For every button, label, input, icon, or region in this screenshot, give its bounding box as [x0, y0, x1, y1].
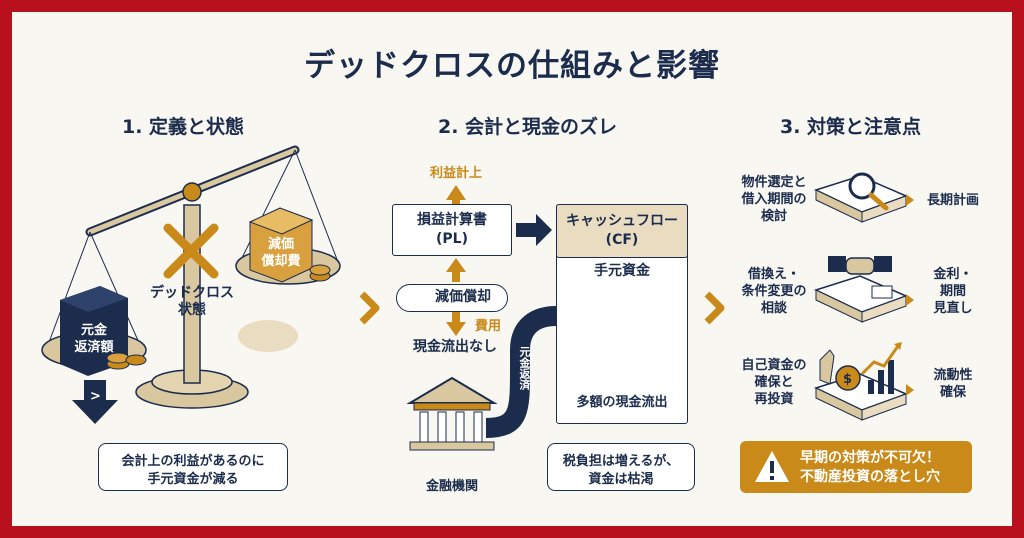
depreciation-pill	[396, 284, 508, 312]
right-arrow-icon	[516, 214, 552, 246]
countermeasure-2-result: 金利・ 期間 見直し	[933, 267, 973, 316]
countermeasure-1-result: 長期計画	[926, 193, 979, 208]
coins-icon-right	[309, 264, 331, 282]
handshake-icon	[813, 256, 909, 323]
section1-bubble: 会計上の利益があるのに 手元資金が減る	[98, 443, 288, 491]
repayment-flow-arrow	[485, 306, 566, 438]
no-cash-outflow-label: 現金流出なし	[413, 339, 497, 355]
arrow-right-icon	[906, 294, 914, 306]
profit-recorded-label: 利益計上	[429, 166, 482, 181]
cashflow-header-label: キャッシュフロー (CF)	[566, 213, 678, 248]
page-title: デッドクロスの仕組みと影響	[304, 48, 720, 84]
warning-text: 早期の対策が不可欠！ 不動産投資の落とし穴	[800, 450, 940, 485]
principal-repayment-label: 元金 返済額	[74, 323, 114, 355]
bank-icon	[406, 376, 498, 451]
down-arrow-icon	[446, 310, 466, 336]
warning-icon	[755, 451, 789, 482]
growth-chart-icon: $	[813, 342, 909, 421]
cross-icon	[163, 223, 219, 279]
pl-box-label: 損益計算書 (PL)	[417, 212, 487, 247]
bank-label: 金融機関	[425, 479, 478, 494]
countermeasure-1-label: 物件選定と 借入期間の 検討	[741, 175, 807, 224]
section-title-3: 3. 対策と注意点	[780, 116, 922, 138]
expense-label: 費用	[474, 319, 501, 334]
chevron-right-icon	[359, 291, 380, 325]
up-arrow-icon	[446, 185, 466, 208]
large-outflow-label: 多額の現金流出	[576, 395, 668, 410]
countermeasure-3-result: 流動性 確保	[933, 368, 973, 400]
up-arrow-icon	[446, 258, 466, 282]
section-title-1: 1. 定義と状態	[122, 116, 245, 138]
countermeasure-2-label: 借換え・ 条件変更の 相談	[741, 267, 807, 316]
pl-box	[392, 204, 512, 256]
principal-cube-icon	[60, 286, 128, 376]
arrow-right-icon	[906, 194, 914, 206]
arrow-right-icon	[906, 384, 914, 396]
principal-repay-label: 元金返済	[518, 346, 531, 390]
magnifier-icon	[813, 172, 909, 223]
coins-icon-left	[106, 352, 147, 370]
chevron-right-icon	[704, 291, 725, 325]
section2-bubble: 税負担は増えるが、 資金は枯渇	[547, 443, 695, 491]
countermeasure-3-label: 自己資金の 確保と 再投資	[741, 358, 807, 407]
depreciation-cube-icon	[248, 207, 314, 283]
cashflow-header	[556, 204, 688, 258]
svg-text:>: >	[90, 389, 101, 404]
down-arrow-icon: >	[72, 380, 118, 424]
warning-banner: 早期の対策が不可欠！ 不動産投資の落とし穴	[740, 441, 972, 493]
svg-text:$: $	[843, 372, 852, 387]
cash-on-hand-label: 手元資金	[594, 263, 650, 279]
depreciation-label: 減価 償却費	[261, 237, 301, 269]
dead-cross-state-label: デッドクロス 状態	[150, 285, 234, 318]
section-title-2: 2. 会計と現金のズレ	[438, 116, 618, 138]
depreciation-pill-label: 減価償却	[435, 289, 491, 305]
